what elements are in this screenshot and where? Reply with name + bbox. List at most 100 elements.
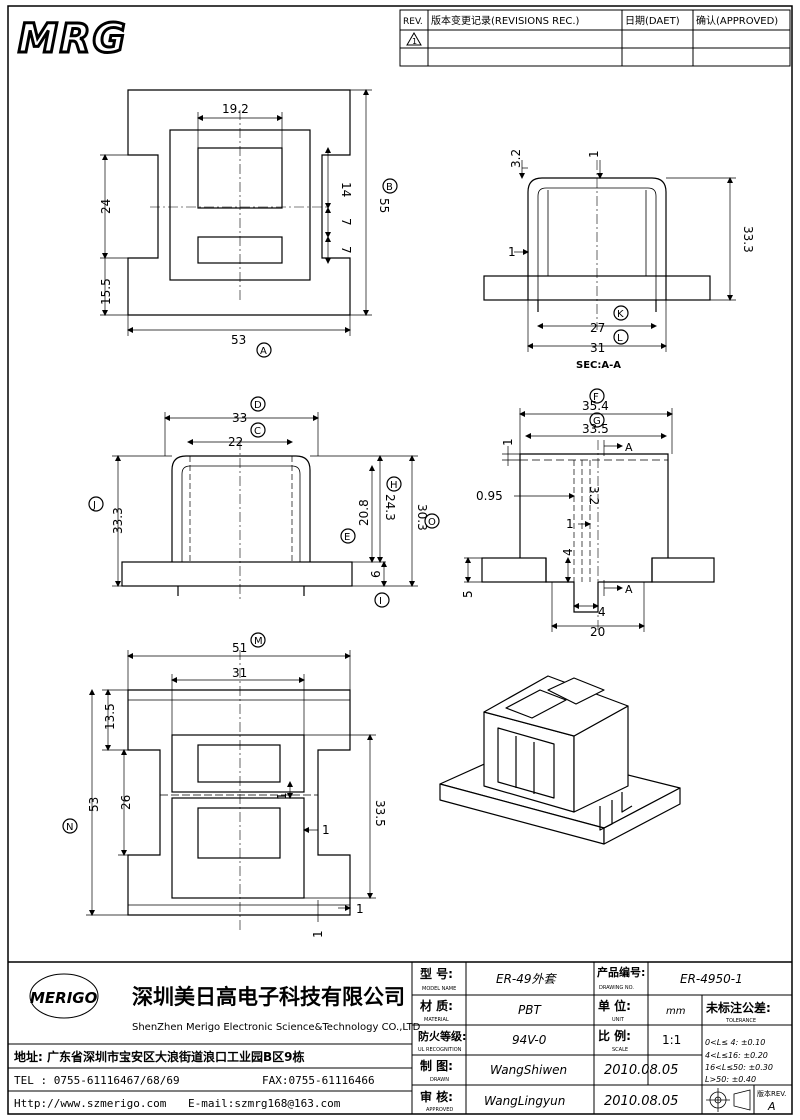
isometric-view <box>439 675 681 845</box>
approved-value: WangLingyun <box>484 1094 565 1108</box>
tag-h: H <box>390 480 398 491</box>
dim-1b-side: 1 <box>566 517 574 531</box>
dim-1-side: 1 <box>501 438 515 446</box>
dim-20-8: 20.8 <box>357 499 371 526</box>
dim-31-bottom: 31 <box>232 666 247 680</box>
drawing-no-label-en: DRAWING NO. <box>599 985 634 991</box>
dim-1c-bottom: 1 <box>356 902 364 916</box>
dim-7a: 7 <box>339 218 353 226</box>
company-tel: TEL : 0755-61116467/68/69 <box>14 1074 180 1087</box>
scale-value: 1:1 <box>662 1033 681 1047</box>
flame-value: 94V-0 <box>512 1033 547 1047</box>
front-view-labels: 33 22 20.8 24.3 30.3 33.3 6 D C H O J E … <box>92 400 436 607</box>
dim-33-3-section: 33.3 <box>741 226 755 253</box>
tolerance-row-2: 4<L≤16: ±0.20 <box>705 1051 768 1060</box>
dim-53-bottom: 53 <box>87 797 101 812</box>
dim-33-5-side: 33.5 <box>582 422 609 436</box>
dim-1-section-left: 1 <box>508 245 516 259</box>
unit-value: mm <box>666 1006 686 1017</box>
section-view <box>483 160 736 352</box>
dim-15-5: 15.5 <box>99 278 113 305</box>
approved-date: 2010.08.05 <box>604 1094 678 1109</box>
dim-31-section: 31 <box>590 341 605 355</box>
dim-30-3: 30.3 <box>415 504 429 531</box>
dim-4a-side: 4 <box>561 548 575 556</box>
dim-27: 27 <box>590 321 605 335</box>
tag-n: N <box>66 822 73 833</box>
dim-7b: 7 <box>339 246 353 254</box>
title-block: MERIGO 深圳美日高电子科技有限公司 ShenZhen Merigo Ele… <box>8 961 792 1114</box>
dim-6: 6 <box>369 570 383 578</box>
dim-0-95: 0.95 <box>476 489 503 503</box>
dim-20: 20 <box>590 625 605 639</box>
tag-d: D <box>254 400 262 411</box>
dim-26: 26 <box>119 795 133 810</box>
dim-33-3-front: 33.3 <box>111 507 125 534</box>
material-value: PBT <box>518 1003 542 1017</box>
unit-label-en: UNIT <box>612 1017 625 1023</box>
section-view-labels: 3.2 1 1 33.3 27 31 K L SEC:A-A <box>508 149 755 371</box>
company-name-en: ShenZhen Merigo Electronic Science&Techn… <box>132 1022 421 1033</box>
model-label-en: MODEL NAME <box>422 986 456 992</box>
tag-g: G <box>593 416 601 427</box>
top-view-labels: 19.2 14 7 7 24 15.5 55 53 B A <box>99 102 393 357</box>
drawing-no-value: ER-4950-1 <box>680 972 743 986</box>
bottom-view-labels: 51 31 13.5 53 26 33.5 1 1 1 1 M N <box>66 636 387 938</box>
tag-a: A <box>260 346 267 357</box>
date-col-header: 日期(DAET) <box>625 15 680 27</box>
bottom-view <box>62 632 376 930</box>
side-view <box>464 388 715 632</box>
scale-label-en: SCALE <box>612 1047 628 1053</box>
top-view <box>100 89 398 358</box>
dim-24: 24 <box>99 199 113 214</box>
company-email: E-mail:szmrg168@163.com <box>188 1097 341 1110</box>
dim-5: 5 <box>461 590 475 598</box>
drawn-label-en: DRAWN <box>430 1077 449 1083</box>
section-a-bottom: A <box>625 583 633 596</box>
tag-k: K <box>617 309 624 320</box>
tag-l: L <box>617 333 623 344</box>
flame-label: 防火等级: <box>418 1029 466 1043</box>
revisions-col-header: 版本变更记录(REVISIONS REC.) <box>431 14 580 27</box>
rev-col-header: REV. <box>403 17 423 27</box>
tolerance-row-3: 16<L≤50: ±0.30 <box>705 1063 773 1072</box>
dim-53: 53 <box>231 333 246 347</box>
dim-35-4: 35.4 <box>582 399 609 413</box>
dim-55: 55 <box>377 198 391 213</box>
company-name-cn: 深圳美日高电子科技有限公司 <box>132 985 405 1009</box>
dim-51: 51 <box>232 641 247 655</box>
rev-label: 版本REV. <box>757 1089 786 1098</box>
drawn-label: 制 图: <box>420 1058 453 1073</box>
tag-j: J <box>92 500 96 511</box>
dim-14: 14 <box>339 182 353 197</box>
scale-label: 比 例: <box>598 1028 631 1043</box>
drawn-value: WangShiwen <box>490 1063 567 1077</box>
approved-label-en: APPROVED <box>426 1107 453 1113</box>
material-label-en: MATERIAL <box>424 1017 449 1023</box>
dim-22: 22 <box>228 435 243 449</box>
sheet-border <box>7 5 793 1115</box>
flame-label-en: UL RECOGNITION <box>418 1047 462 1053</box>
section-a-top: A <box>625 441 633 454</box>
model-label: 型 号: <box>420 966 453 981</box>
section-caption: SEC:A-A <box>576 360 621 371</box>
dim-1-section-top: 1 <box>587 150 601 158</box>
tag-f: F <box>593 392 599 403</box>
dim-13-5: 13.5 <box>103 703 117 730</box>
company-logo: MERIGO <box>30 989 98 1007</box>
dim-19-2: 19.2 <box>222 102 249 116</box>
tag-b: B <box>386 182 393 193</box>
tag-o: O <box>428 517 436 528</box>
rev-value: A <box>767 1100 776 1113</box>
front-view <box>88 396 440 608</box>
dim-4b-side: 4 <box>598 605 606 619</box>
dim-33: 33 <box>232 411 247 425</box>
model-value: ER-49外套 <box>496 972 558 986</box>
drawn-date: 2010.08.05 <box>604 1063 678 1078</box>
tolerance-label-en: TOLERANCE <box>725 1018 756 1024</box>
dim-1a-bottom: 1 <box>275 792 289 800</box>
dim-24-3: 24.3 <box>383 494 397 521</box>
material-label: 材 质: <box>419 998 453 1013</box>
dim-3-2-side: 3.2 <box>587 486 601 505</box>
